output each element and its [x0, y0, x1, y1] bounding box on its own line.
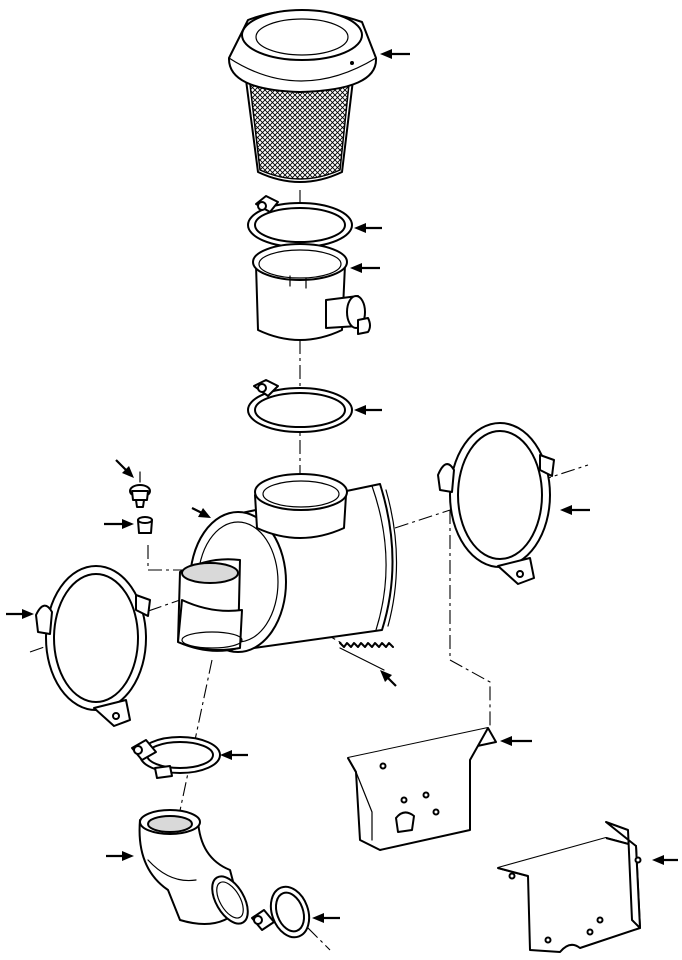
upper-clamp: [247, 195, 353, 248]
left-mounting-band: [35, 565, 151, 727]
callout-arrow: [104, 519, 134, 529]
callout-arrow: [560, 505, 590, 515]
spring: [339, 642, 394, 671]
callout-arrow: [312, 913, 340, 923]
lower-bracket: [497, 821, 642, 953]
filter-element: [227, 9, 378, 183]
right-mounting-band: [437, 422, 555, 585]
callout-arrows: [6, 49, 678, 923]
lower-clamp: [251, 885, 311, 939]
callout-arrow: [354, 405, 382, 415]
callout-arrow: [652, 855, 678, 865]
upper-bracket: [347, 727, 497, 851]
callout-arrow: [380, 49, 410, 59]
sleeve-with-outlet: [252, 243, 371, 341]
elbow: [138, 809, 249, 925]
callout-arrow: [350, 263, 380, 273]
callout-arrow: [354, 223, 382, 233]
elbow-clamp: [131, 736, 221, 779]
callout-arrow: [106, 851, 134, 861]
callout-arrow: [220, 750, 248, 760]
callout-arrow: [6, 609, 34, 619]
callout-arrow: [500, 736, 532, 746]
middle-clamp: [247, 379, 353, 433]
indicator: [129, 471, 151, 508]
air-cleaner-housing: [177, 473, 398, 653]
adapter-fitting: [137, 516, 153, 534]
callout-arrow: [115, 459, 134, 478]
callout-arrow: [191, 507, 211, 518]
callout-arrow: [380, 670, 397, 687]
